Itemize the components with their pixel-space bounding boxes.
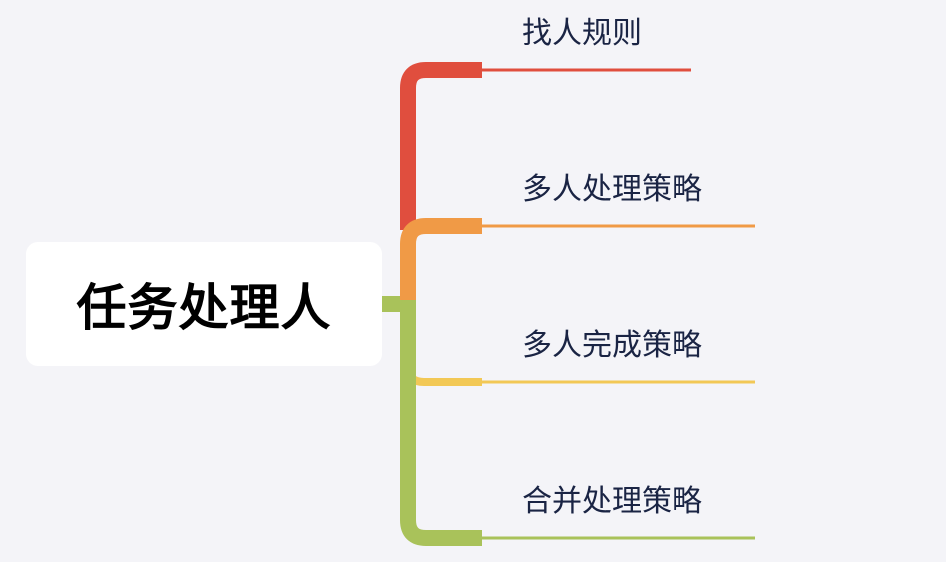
trunk-segment-1: [400, 62, 482, 230]
branch-node-multi-handling-strategy[interactable]: 多人处理策略: [522, 172, 702, 207]
trunk-segment-2: [400, 218, 482, 304]
root-node[interactable]: 任务处理人: [26, 242, 382, 366]
branch-node-merge-handling-strategy[interactable]: 合并处理策略: [522, 484, 702, 519]
branch-node-find-people-rule[interactable]: 找人规则: [522, 16, 642, 51]
branch-node-multi-completion-strategy[interactable]: 多人完成策略: [522, 328, 702, 363]
root-node-label: 任务处理人: [76, 279, 332, 337]
trunk-segment-4: [400, 300, 482, 546]
trunk-segment-3: [404, 304, 482, 386]
